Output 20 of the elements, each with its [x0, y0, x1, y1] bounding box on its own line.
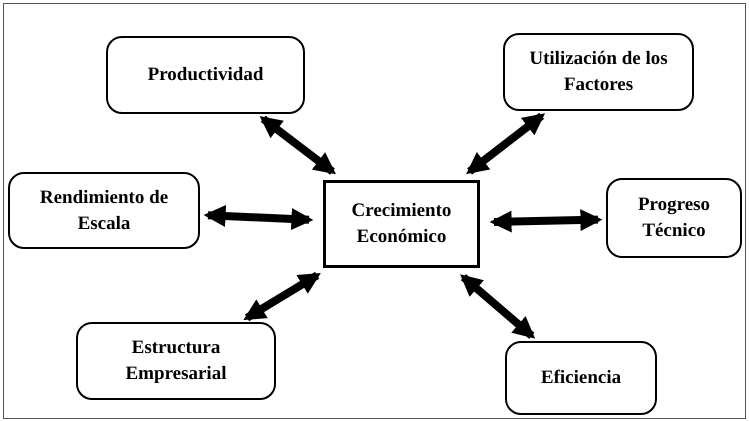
- central-box: [323, 180, 480, 268]
- rounded-box: [8, 172, 200, 249]
- node-label: Crecimiento Económico: [350, 199, 452, 249]
- double-arrow: [490, 209, 602, 233]
- double-arrow: [260, 116, 336, 175]
- node-label: Utilización de los Factores: [528, 47, 669, 97]
- rounded-box: [606, 178, 742, 258]
- double-arrow: [466, 112, 546, 175]
- node-label: Rendimiento de Escala: [38, 186, 170, 236]
- rounded-box: [503, 33, 694, 111]
- node-label: Progreso Técnico: [636, 193, 712, 243]
- node-label: Productividad: [148, 63, 264, 87]
- double-arrow: [243, 272, 321, 322]
- rounded-box: [505, 341, 657, 415]
- rounded-box: [106, 36, 305, 114]
- node-label: Eficiencia: [540, 366, 622, 390]
- node-label: Estructura Empresarial: [124, 336, 228, 386]
- double-arrow: [460, 274, 536, 339]
- rounded-box: [76, 322, 276, 400]
- double-arrow: [204, 205, 314, 230]
